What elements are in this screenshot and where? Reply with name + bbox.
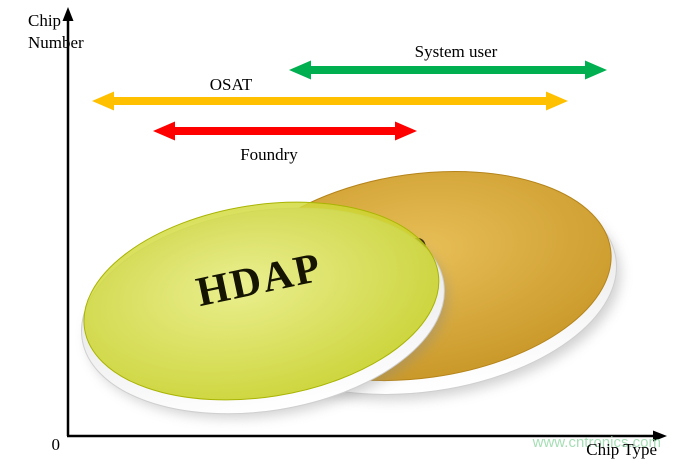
y-axis-label-line2: Number bbox=[28, 33, 84, 52]
hdap-disc-face bbox=[83, 201, 440, 401]
y-axis-arrowhead bbox=[62, 7, 74, 21]
hdap-disc bbox=[81, 201, 449, 419]
foundry-arrow bbox=[153, 121, 417, 141]
x-axis-label: Chip Type bbox=[586, 440, 657, 459]
osat-arrow bbox=[92, 91, 568, 111]
system-user-arrow bbox=[289, 60, 607, 80]
origin-label: 0 bbox=[52, 435, 61, 454]
system-user-label: System user bbox=[415, 42, 498, 61]
x-axis-arrowhead bbox=[653, 430, 667, 442]
axes bbox=[62, 7, 667, 442]
foundry-label: Foundry bbox=[240, 145, 298, 164]
osat-label: OSAT bbox=[210, 75, 253, 94]
y-axis-label-line1: Chip bbox=[28, 11, 61, 30]
watermark: www.cntronics.com bbox=[532, 434, 661, 451]
